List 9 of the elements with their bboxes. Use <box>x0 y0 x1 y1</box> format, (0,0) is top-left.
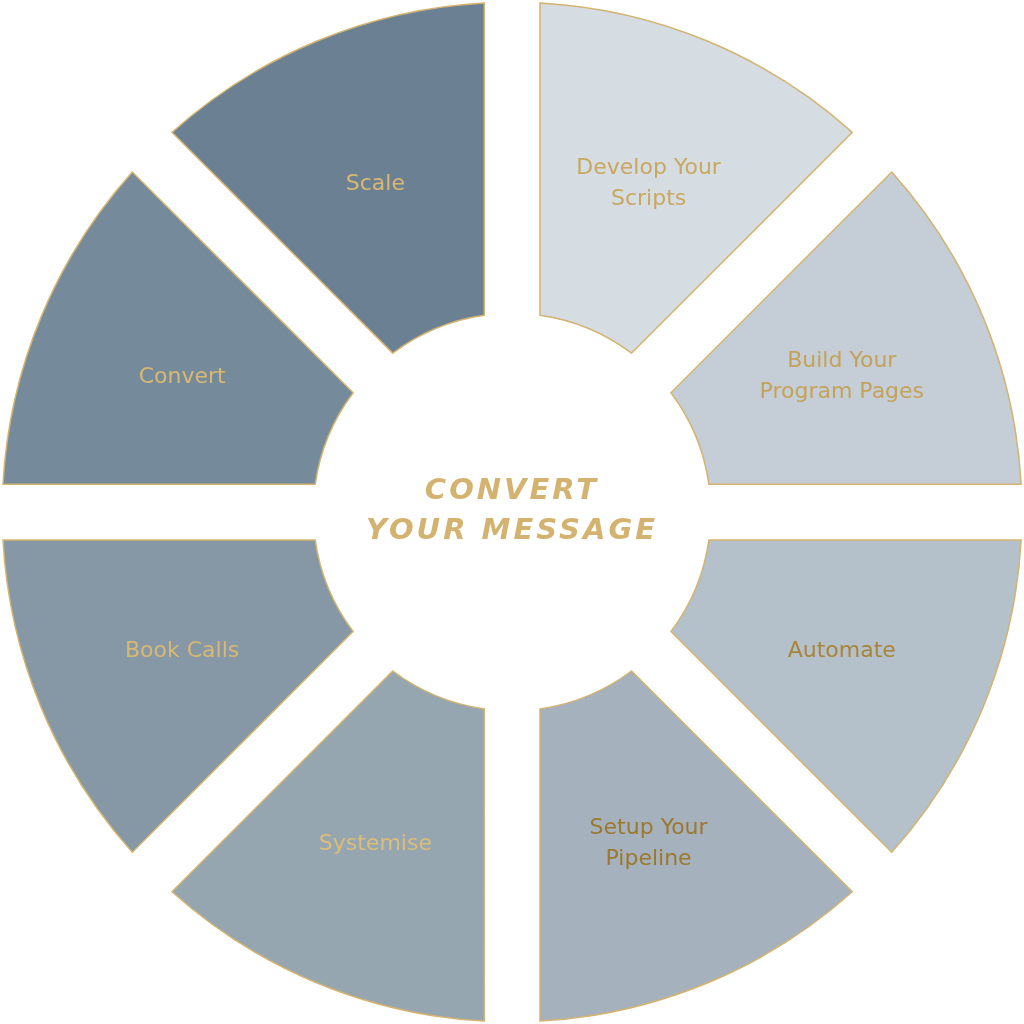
segment-label: Book Calls <box>125 635 240 664</box>
segment-label: Setup Your Pipeline <box>588 812 709 872</box>
segment-label: Develop Your Scripts <box>575 153 722 213</box>
segment-label: Build Your Program Pages <box>758 346 926 406</box>
segment-label: Scale <box>345 168 405 197</box>
hub-title: CONVERT YOUR MESSAGE <box>365 471 659 548</box>
segment-label: Convert <box>138 361 226 390</box>
segment-label: Automate <box>787 635 896 664</box>
segment-label: Systemise <box>318 828 432 857</box>
